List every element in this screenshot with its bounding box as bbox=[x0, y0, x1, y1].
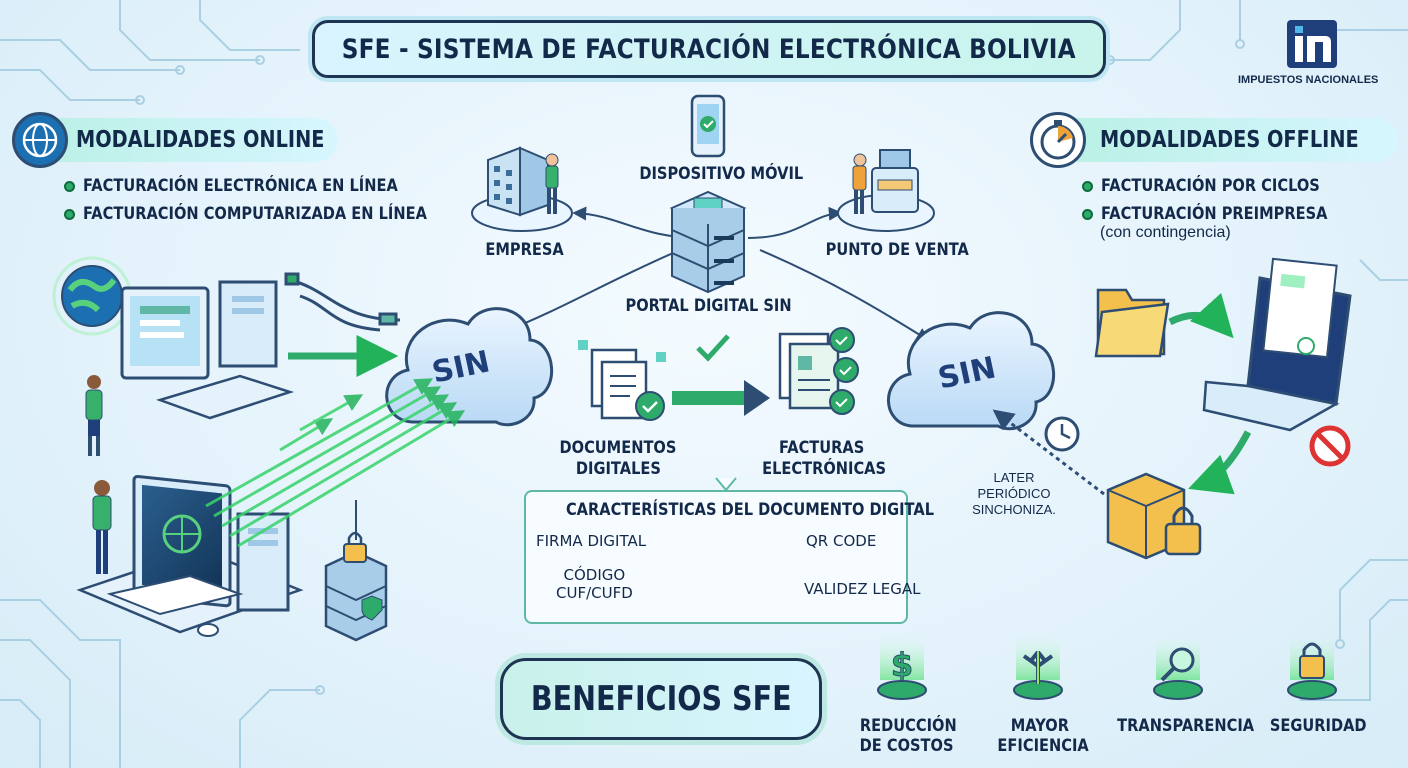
logo-text: IMPUESTOS NACIONALES bbox=[1238, 74, 1379, 86]
company-illustration bbox=[471, 146, 573, 232]
benefit-pedestals: $ bbox=[877, 636, 1337, 700]
stopwatch-icon bbox=[1030, 112, 1086, 168]
pos-label: PUNTO DE VENTA bbox=[825, 240, 969, 260]
sin-cloud-right bbox=[887, 311, 1056, 431]
page-title: SFE - SISTEMA DE FACTURACIÓN ELECTRÓNICA… bbox=[341, 33, 1077, 65]
benefits-banner: BENEFICIOS SFE bbox=[500, 658, 822, 740]
list-item: FACTURACIÓN PREIMPRESA bbox=[1082, 200, 1364, 228]
online-modalities-list: FACTURACIÓN ELECTRÓNICA EN LÍNEA FACTURA… bbox=[64, 172, 483, 228]
checkmark-icon bbox=[696, 334, 730, 362]
offline-modalities-list: FACTURACIÓN POR CICLOS FACTURACIÓN PREIM… bbox=[1082, 172, 1364, 228]
online-modalities-banner: MODALIDADES ONLINE bbox=[14, 118, 338, 162]
title-banner: SFE - SISTEMA DE FACTURACIÓN ELECTRÓNICA… bbox=[312, 20, 1106, 78]
svg-text:$: $ bbox=[891, 646, 913, 684]
benefit-transparency: TRANSPARENCIA bbox=[1117, 716, 1255, 736]
digital-signature-label: FIRMA DIGITAL bbox=[536, 532, 647, 550]
list-item: FACTURACIÓN ELECTRÓNICA EN LÍNEA bbox=[64, 172, 483, 200]
characteristics-panel bbox=[524, 490, 908, 624]
folder-illustration bbox=[1094, 288, 1170, 358]
list-item: FACTURACIÓN COMPUTARIZADA EN LÍNEA bbox=[64, 200, 483, 228]
laptop-illustration bbox=[1202, 257, 1352, 432]
clock-icon bbox=[1044, 416, 1080, 452]
offline-modalities-banner: MODALIDADES OFFLINE bbox=[1048, 118, 1398, 162]
qr-code-label: QR CODE bbox=[806, 532, 877, 550]
benefits-heading: BENEFICIOS SFE bbox=[530, 679, 792, 719]
workstation-online-1 bbox=[52, 256, 295, 456]
offline-heading: MODALIDADES OFFLINE bbox=[1100, 127, 1359, 153]
legal-validity-label: VALIDEZ LEGAL bbox=[804, 580, 921, 598]
data-stream-arrows bbox=[205, 378, 466, 548]
list-item: FACTURACIÓN POR CICLOS bbox=[1082, 172, 1364, 200]
portal-label: PORTAL DIGITAL SIN bbox=[625, 296, 792, 316]
secure-server-illustration bbox=[324, 500, 388, 642]
portal-server-illustration bbox=[669, 190, 747, 294]
company-label: EMPRESA bbox=[485, 240, 565, 260]
cable-illustration bbox=[284, 272, 401, 332]
impuestos-logo-icon bbox=[1287, 20, 1337, 68]
globe-icon bbox=[12, 112, 68, 168]
online-heading: MODALIDADES ONLINE bbox=[76, 127, 325, 153]
locked-box-illustration bbox=[1106, 472, 1202, 560]
electronic-invoices-illustration bbox=[778, 327, 859, 415]
characteristics-title: CARACTERÍSTICAS DEL DOCUMENTO DIGITAL bbox=[565, 500, 935, 520]
offline-note: (con contingencia) bbox=[1100, 224, 1231, 241]
digital-documents-illustration bbox=[578, 340, 666, 421]
mobile-label: DISPOSITIVO MÓVIL bbox=[639, 164, 804, 184]
sync-arrow bbox=[992, 409, 1105, 496]
benefit-security: SEGURIDAD bbox=[1269, 716, 1367, 736]
mobile-phone-illustration bbox=[690, 94, 726, 158]
blocked-icon bbox=[1309, 425, 1351, 467]
pos-illustration bbox=[837, 149, 935, 232]
workstation-online-2 bbox=[76, 474, 304, 637]
